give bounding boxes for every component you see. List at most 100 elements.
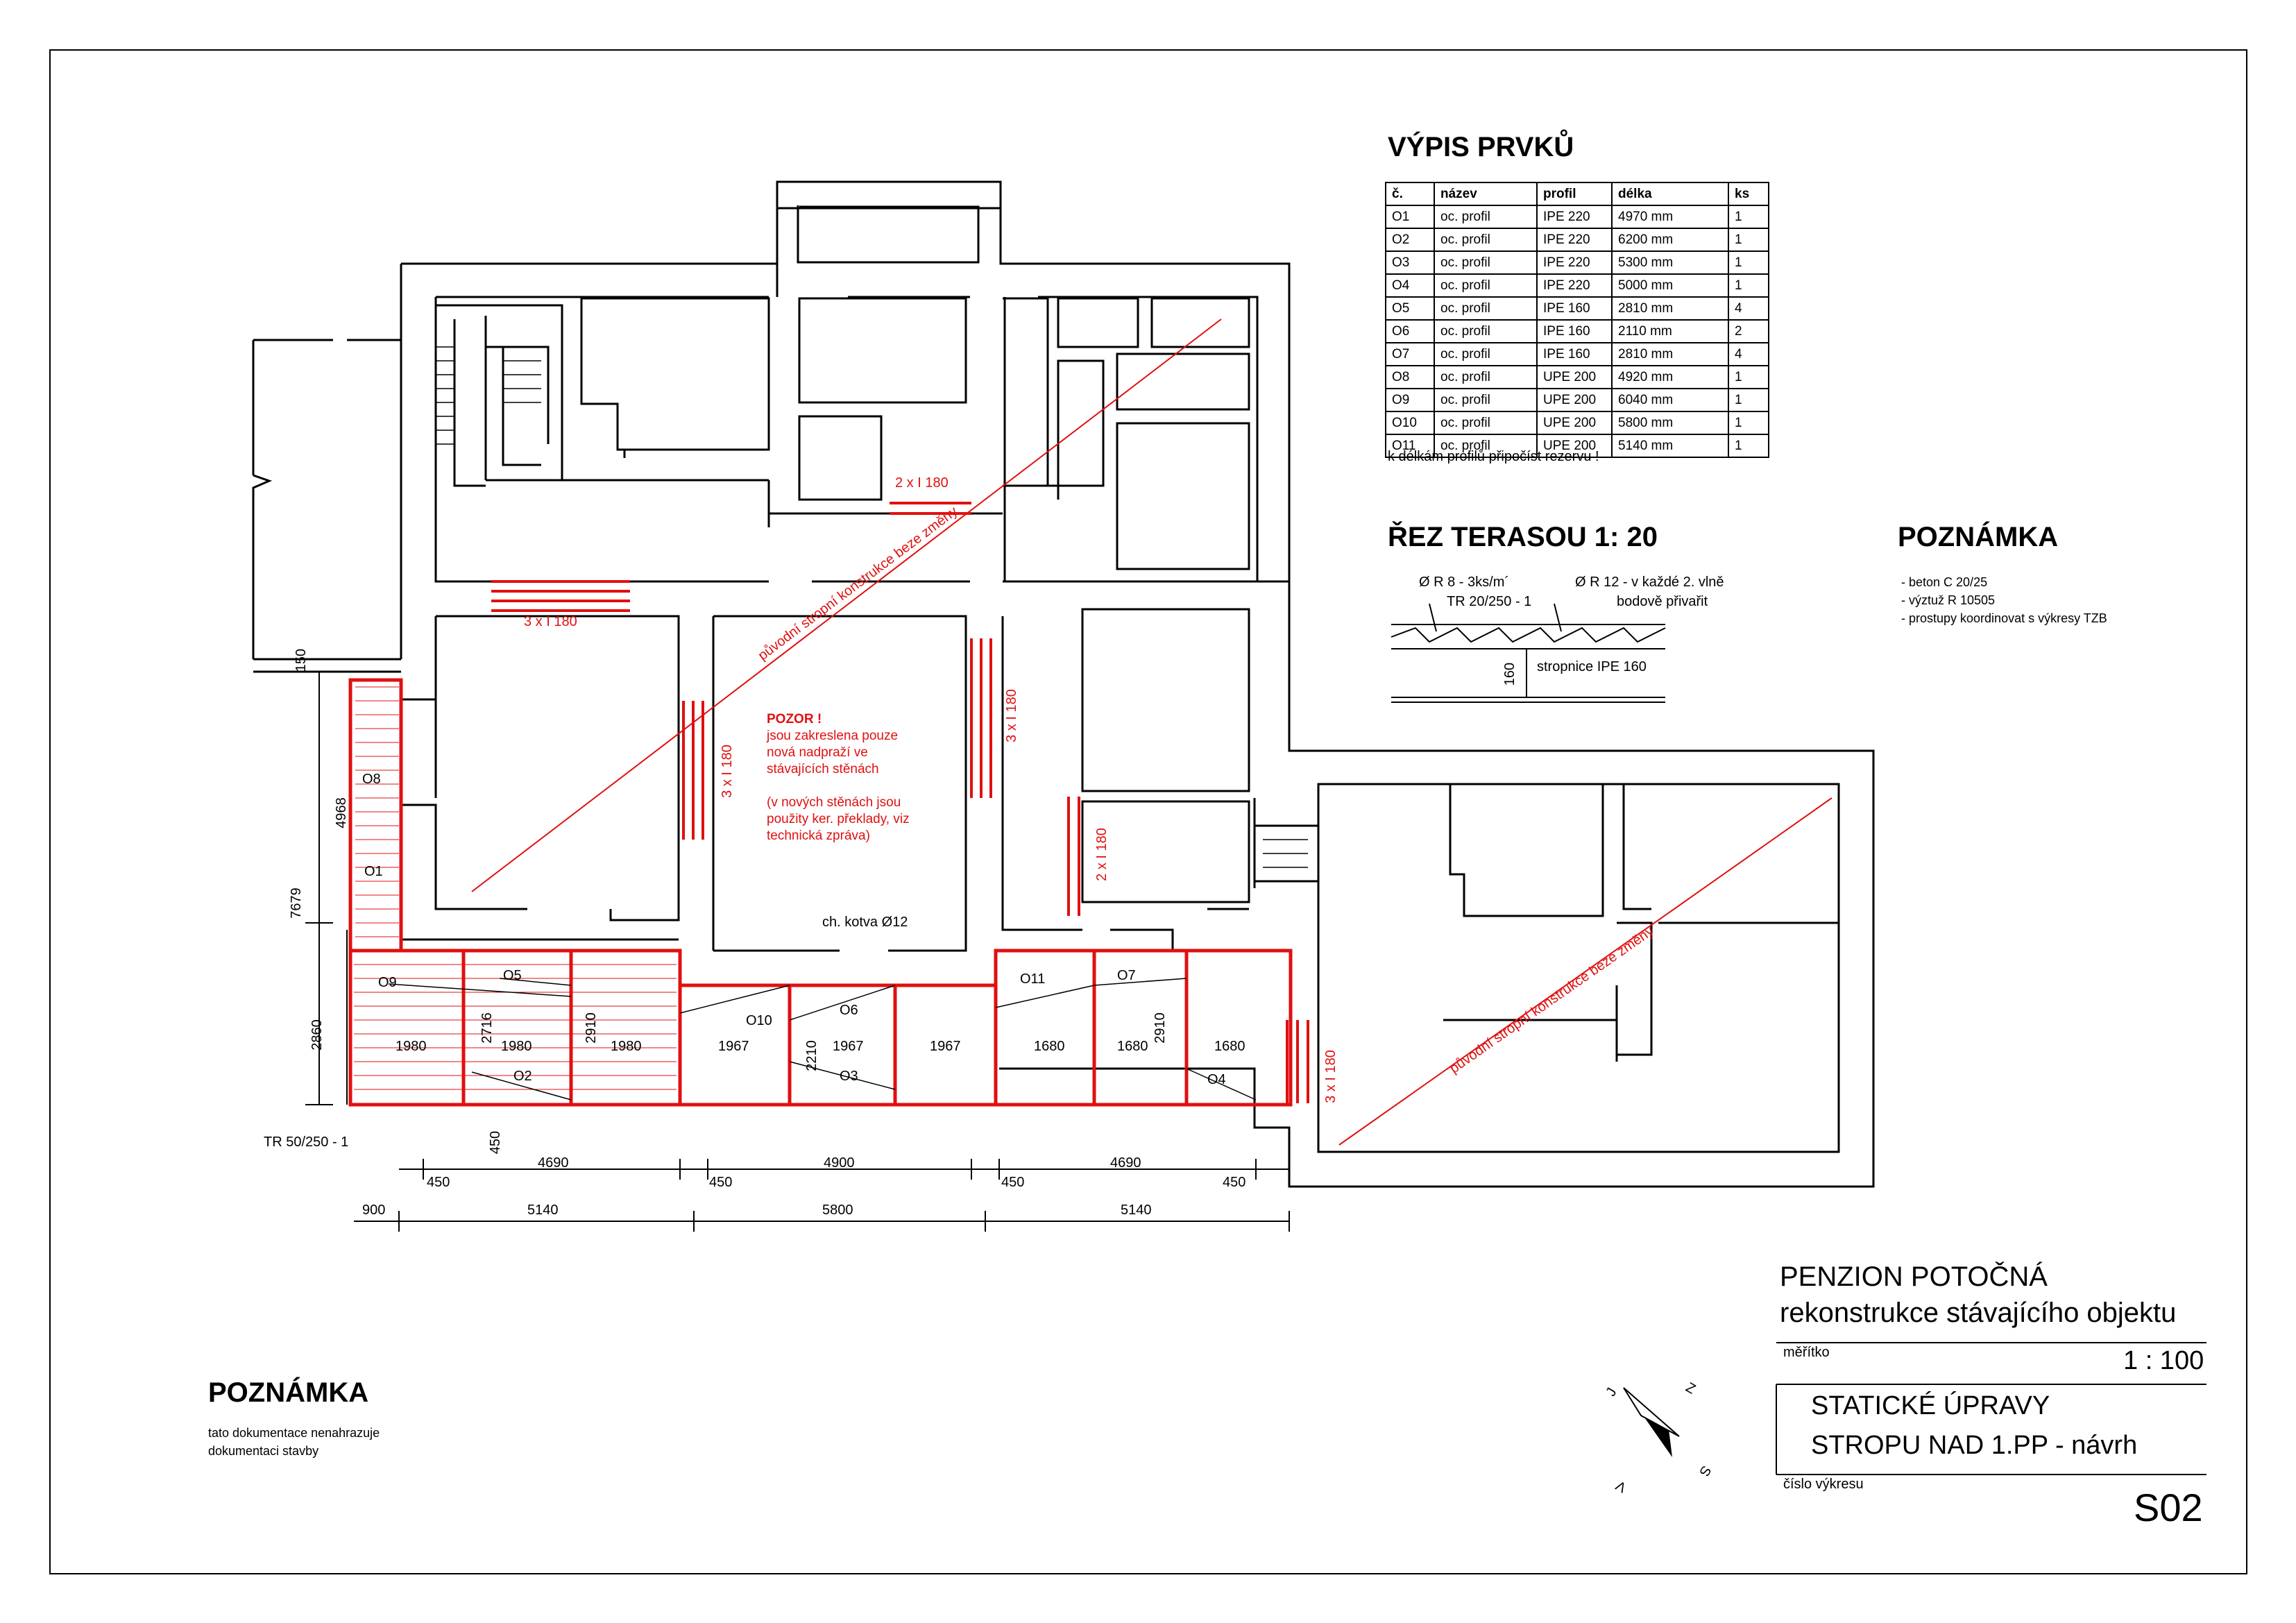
- spec-footnote: k délkám profilů připočíst rezervu !: [1388, 449, 1599, 464]
- spec-cell: oc. profil: [1434, 411, 1538, 435]
- spec-cell: O10: [1385, 411, 1435, 435]
- spec-cell: O4: [1385, 273, 1435, 298]
- note-right-line: - výztuž R 10505: [1901, 593, 1996, 607]
- vert-dim: 150: [294, 648, 309, 672]
- row1-dim: 4900: [824, 1155, 855, 1171]
- marker: O10: [746, 1013, 772, 1028]
- row1-dim: 450: [1001, 1175, 1025, 1190]
- marker: O9: [378, 975, 397, 990]
- spec-cell: oc. profil: [1434, 273, 1538, 298]
- warning-note: POZOR ! jsou zakreslena pouze nová nadpr…: [767, 711, 910, 844]
- spec-cell: 1: [1728, 205, 1769, 229]
- dimension-lines: [305, 671, 1290, 1232]
- warning-line: [767, 778, 910, 794]
- spec-cell: 4: [1728, 296, 1769, 321]
- marker: O5: [503, 968, 522, 983]
- bay-dim: 1967: [718, 1039, 749, 1054]
- spec-cell: IPE 220: [1536, 205, 1613, 229]
- row2-dim: 5140: [527, 1203, 559, 1218]
- spec-header-cell: profil: [1536, 182, 1613, 206]
- warning-line: stávajících stěnách: [767, 762, 879, 776]
- spec-cell: IPE 220: [1536, 250, 1613, 275]
- spec-cell: UPE 200: [1536, 388, 1613, 412]
- floor-plan: [252, 180, 1875, 1188]
- warning-line: nová nadpraží ve: [767, 745, 868, 760]
- spec-cell: 5140 mm: [1611, 434, 1729, 458]
- spec-cell: O6: [1385, 319, 1435, 343]
- warning-line: technická zpráva): [767, 829, 870, 843]
- spec-header-cell: ks: [1728, 182, 1769, 206]
- spec-cell: IPE 160: [1536, 342, 1613, 366]
- spec-cell: 1: [1728, 365, 1769, 389]
- spec-cell: 4920 mm: [1611, 365, 1729, 389]
- vert-dim: 4968: [333, 797, 349, 829]
- spec-cell: O2: [1385, 228, 1435, 252]
- sheet-border: [49, 49, 2247, 1574]
- spec-cell: 2110 mm: [1611, 319, 1729, 343]
- spec-table-title: VÝPIS PRVKŮ: [1388, 132, 1574, 162]
- spec-cell: 2: [1728, 319, 1769, 343]
- marker: O1: [364, 864, 383, 879]
- bay-dim: 1980: [396, 1039, 427, 1054]
- spec-cell: oc. profil: [1434, 296, 1538, 321]
- marker: O8: [362, 772, 381, 787]
- spec-cell: oc. profil: [1434, 205, 1538, 229]
- spec-cell: O8: [1385, 365, 1435, 389]
- marker: O4: [1207, 1072, 1226, 1087]
- row1-dim: 450: [1223, 1175, 1246, 1190]
- section-label: Ø R 12 - v každé 2. vlně: [1575, 575, 1724, 590]
- marker: O2: [513, 1069, 532, 1084]
- row1-dim: 4690: [1110, 1155, 1141, 1171]
- lintel-symbols: [491, 502, 1309, 1103]
- tr-label: TR 50/250 - 1: [264, 1135, 349, 1150]
- scale-value: 1 : 100: [2123, 1346, 2204, 1375]
- spec-cell: oc. profil: [1434, 388, 1538, 412]
- spec-cell: 2810 mm: [1611, 296, 1729, 321]
- spec-cell: oc. profil: [1434, 228, 1538, 252]
- compass-icon: [1623, 1387, 1680, 1457]
- spec-cell: UPE 200: [1536, 365, 1613, 389]
- spec-cell: IPE 160: [1536, 296, 1613, 321]
- spec-header-cell: délka: [1611, 182, 1729, 206]
- bay-dim: 1967: [833, 1039, 864, 1054]
- marker: O6: [840, 1003, 858, 1018]
- drawing-title: STROPU NAD 1.PP - návrh: [1811, 1431, 2138, 1460]
- bay-dim: 1680: [1117, 1039, 1148, 1054]
- spec-header-cell: název: [1434, 182, 1538, 206]
- spec-cell: 1: [1728, 250, 1769, 275]
- spec-cell: O3: [1385, 250, 1435, 275]
- warning-line: jsou zakreslena pouze: [767, 729, 899, 743]
- drawing-title: STATICKÉ ÚPRAVY: [1811, 1391, 2050, 1420]
- marker: O7: [1117, 968, 1136, 983]
- bay-dim: 1980: [611, 1039, 642, 1054]
- lintel-label: 3 x I 180: [719, 745, 735, 798]
- inner-dim: 2716: [479, 1012, 495, 1044]
- sheet-label: číslo výkresu: [1783, 1477, 1864, 1492]
- project-name: PENZION POTOČNÁ: [1780, 1261, 2048, 1292]
- spec-cell: 4970 mm: [1611, 205, 1729, 229]
- note-right-title: POZNÁMKA: [1898, 522, 2059, 552]
- spec-cell: O9: [1385, 388, 1435, 412]
- spec-cell: 6040 mm: [1611, 388, 1729, 412]
- note-right-line: - prostupy koordinovat s výkresy TZB: [1901, 611, 2107, 625]
- inner-dim: 2210: [803, 1040, 819, 1071]
- spec-cell: UPE 200: [1536, 411, 1613, 435]
- spec-cell: O11: [1385, 434, 1435, 458]
- spec-cell: IPE 220: [1536, 228, 1613, 252]
- title-block-lines: [1776, 1342, 2206, 1475]
- section-label: TR 20/250 - 1: [1447, 594, 1532, 609]
- lintel-label: 2 x I 180: [895, 475, 949, 491]
- spec-cell: 1: [1728, 228, 1769, 252]
- spec-cell: 1: [1728, 273, 1769, 298]
- spec-cell: O1: [1385, 205, 1435, 229]
- note-left-line: tato dokumentace nenahrazuje: [208, 1426, 380, 1440]
- section-label: stropnice IPE 160: [1537, 659, 1647, 674]
- section-title: ŘEZ TERASOU 1: 20: [1388, 522, 1658, 552]
